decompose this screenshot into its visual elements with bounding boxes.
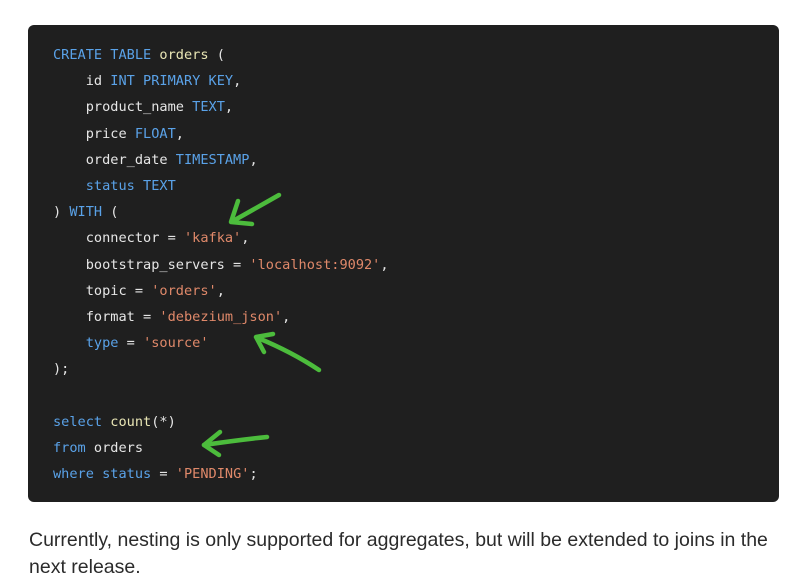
code-token: TIMESTAMP [175, 151, 250, 168]
code-token: where [53, 466, 94, 482]
code-token: 'PENDING' [175, 466, 250, 482]
code-token: ( [102, 204, 119, 221]
code-line: select count(*) [53, 409, 389, 435]
code-line: ); [53, 356, 389, 382]
code-line: where status = 'PENDING'; [53, 461, 389, 487]
code-token: orders [159, 47, 209, 63]
code-token: , [282, 308, 291, 325]
code-token: 'source' [143, 335, 209, 352]
code-token: 'orders' [151, 282, 217, 299]
code-token: select [53, 413, 103, 430]
code-token: TEXT [143, 177, 176, 194]
code-token: , [380, 256, 389, 273]
code-line: from orders [53, 435, 389, 461]
code-token: topic = [53, 282, 152, 299]
code-line: bootstrap_servers = 'localhost:9092', [53, 252, 389, 278]
code-token: orders [85, 439, 144, 456]
code-token: ; [249, 466, 258, 482]
code-block: CREATE TABLE orders ( id INT PRIMARY KEY… [28, 25, 779, 502]
code-token [53, 335, 86, 351]
code-token: INT PRIMARY KEY [110, 73, 234, 90]
code-token: type [85, 335, 119, 352]
code-token: from [53, 439, 86, 456]
code-line: product_name TEXT, [53, 94, 389, 120]
code-token: = [118, 335, 144, 352]
code-token: , [224, 99, 234, 116]
code-token: id [53, 73, 111, 90]
code-line: topic = 'orders', [53, 278, 389, 304]
code-token: 'debezium_json' [159, 308, 283, 325]
code-token: , [175, 125, 184, 142]
code-token: , [241, 230, 250, 247]
code-token: status [102, 466, 152, 482]
code-lines: CREATE TABLE orders ( id INT PRIMARY KEY… [53, 42, 389, 487]
code-line: price FLOAT, [53, 121, 389, 147]
code-token: WITH [69, 204, 103, 221]
code-token: , [216, 282, 225, 299]
code-token: ) [53, 204, 70, 221]
code-line [53, 382, 389, 408]
code-token: product_name [53, 99, 193, 116]
caption-paragraph: Currently, nesting is only supported for… [29, 529, 768, 578]
code-line: type = 'source' [53, 330, 389, 356]
code-token: ( [208, 47, 225, 63]
code-token: ); [53, 361, 70, 378]
code-token: 'kafka' [183, 230, 242, 247]
code-token: format = [53, 308, 160, 325]
code-token: = [151, 466, 176, 482]
code-token: bootstrap_servers = [53, 256, 250, 273]
code-line: id INT PRIMARY KEY, [53, 68, 389, 94]
code-line: order_date TIMESTAMP, [53, 147, 389, 173]
code-line: format = 'debezium_json', [53, 304, 389, 330]
code-token: count [110, 413, 152, 430]
code-token [135, 178, 143, 194]
code-token: FLOAT [134, 125, 176, 142]
code-token: , [233, 73, 242, 90]
code-line: status TEXT [53, 173, 389, 199]
code-token: TEXT [192, 99, 225, 116]
code-token: CREATE TABLE [53, 47, 160, 63]
code-token: status [85, 177, 135, 194]
code-token: connector = [53, 230, 184, 247]
code-line: ) WITH ( [53, 199, 389, 225]
code-token: price [53, 125, 135, 142]
code-token [53, 178, 86, 194]
code-token: 'localhost:9092' [249, 256, 381, 273]
code-line: CREATE TABLE orders ( [53, 42, 389, 68]
code-token: , [249, 151, 258, 168]
code-line: connector = 'kafka', [53, 225, 389, 251]
code-token: order_date [53, 151, 176, 168]
code-token: (*) [151, 413, 176, 430]
code-token [94, 466, 102, 482]
